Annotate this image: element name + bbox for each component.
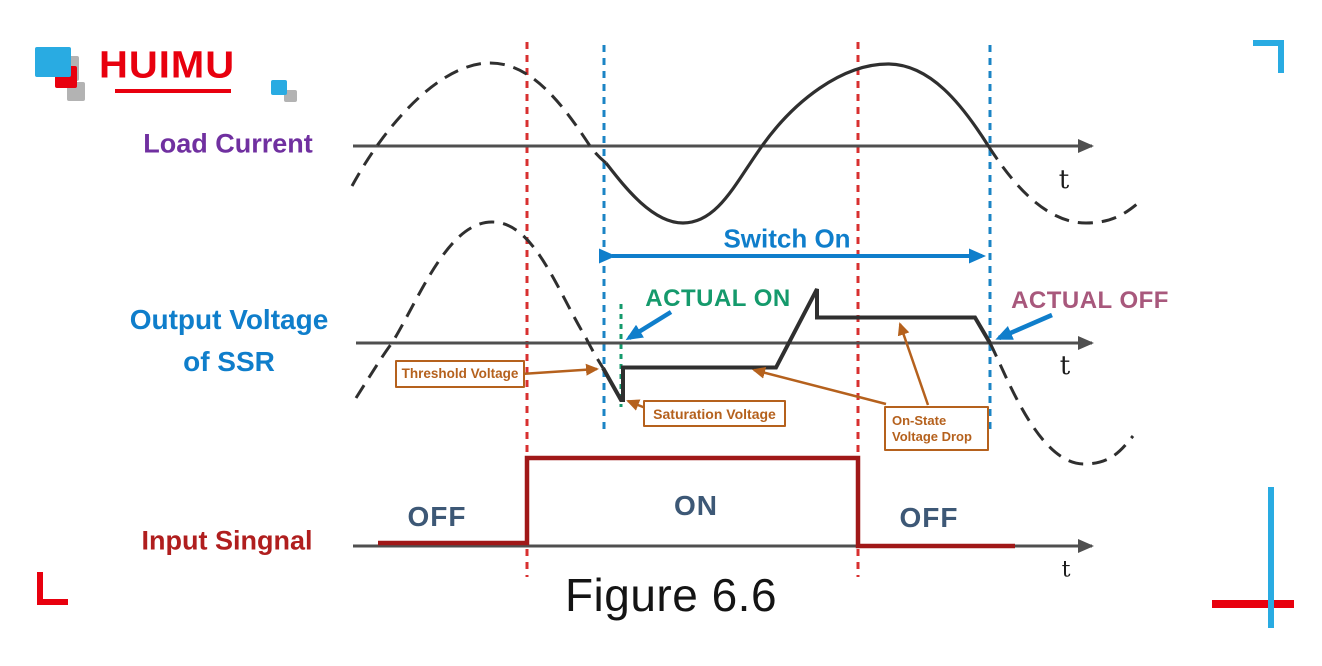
load-current-wave-dashed-left: [350, 61, 607, 187]
output-voltage-label: Output Voltage of SSR: [130, 299, 329, 383]
brand-name: HUIMU: [99, 44, 236, 86]
actual-off-label: ACTUAL OFF: [1011, 287, 1169, 314]
actual-on-label: ACTUAL ON: [645, 285, 791, 312]
saturation-voltage-callout: Saturation Voltage: [643, 400, 786, 427]
load-current-label: Load Current: [143, 128, 313, 159]
output-voltage-wave-dashed-left: [354, 220, 605, 399]
output-voltage-label-line2: of SSR: [183, 346, 275, 377]
output-voltage-label-line1: Output Voltage: [129, 304, 329, 335]
output-voltage-wave-solid: [601, 288, 992, 402]
figure-caption: Figure 6.6: [564, 569, 778, 621]
saturation-voltage-text: Saturation Voltage: [653, 405, 776, 422]
output-voltage-wave-dashed-right: [988, 342, 1135, 466]
corner-mark-top-right: [1253, 40, 1284, 73]
corner-mark-bottom-left: [37, 572, 68, 605]
logo-blue-square-small-icon: [271, 80, 287, 95]
actual-off-arrow: [995, 312, 1053, 341]
threshold-voltage-arrow: [520, 363, 599, 376]
input-state-off-1: OFF: [407, 501, 467, 532]
on-state-arrow-upper: [897, 322, 930, 406]
actual-on-arrow: [625, 310, 673, 341]
threshold-voltage-text: Threshold Voltage: [401, 366, 519, 381]
load-current-wave-solid: [604, 62, 991, 225]
input-state-off-2: OFF: [899, 502, 959, 533]
on-state-voltage-drop-text: On-State Voltage Drop: [892, 413, 972, 445]
logo-blue-square-icon: [35, 47, 71, 77]
input-state-on: ON: [674, 490, 718, 521]
threshold-voltage-callout: Threshold Voltage: [395, 360, 525, 388]
logo-gray-square-small-icon: [284, 90, 297, 102]
on-state-line2: Voltage Drop: [892, 428, 972, 444]
load-current-wave-dashed-right: [987, 146, 1138, 225]
output-voltage-axis-t: t: [1059, 351, 1071, 381]
switch-on-label: Switch On: [723, 223, 851, 254]
on-state-line1: On-State: [892, 412, 947, 428]
input-signal-label: Input Singnal: [141, 525, 313, 556]
on-state-voltage-drop-callout: On-State Voltage Drop: [884, 406, 989, 451]
input-signal-wave: [378, 455, 1015, 549]
input-signal-axis-t: t: [1061, 557, 1071, 583]
load-current-axis-t: t: [1058, 165, 1070, 195]
logo-underline: [115, 89, 231, 93]
on-state-arrow-lower: [752, 366, 887, 406]
